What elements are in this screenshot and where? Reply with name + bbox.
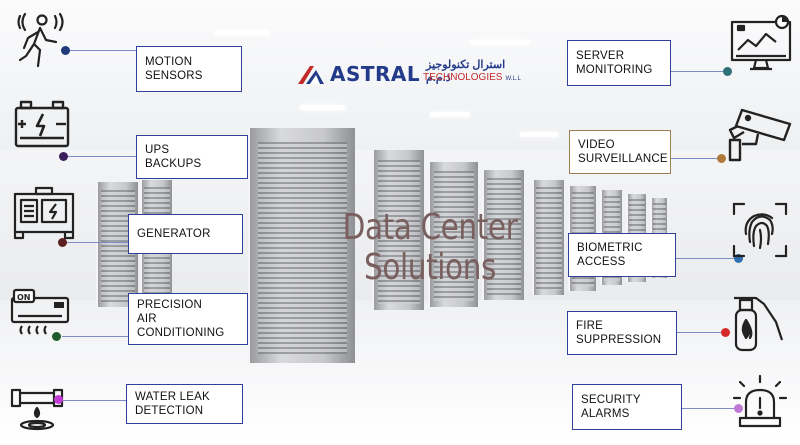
feature-label: VIDEO SURVEILLANCE [578,139,668,165]
feature-box-video-surveillance: VIDEO SURVEILLANCE [569,130,671,174]
feature-box-fire-suppression: FIRE SUPPRESSION [567,311,677,355]
fire-extinguisher-icon [734,296,784,352]
fingerprint-icon [732,202,788,258]
feature-label: WATER LEAK DETECTION [135,391,210,417]
generator-icon [13,186,75,240]
feature-box-ups-backups: UPS BACKUPS [136,135,248,179]
logo-suffix: W.L.L [505,76,521,82]
connector-dot [58,238,67,247]
connector-dot [52,332,61,341]
feature-box-generator: GENERATOR [128,214,243,254]
connector-dot [734,254,743,263]
connector-dot [717,154,726,163]
connector-line [671,71,727,72]
connector-line [677,332,725,333]
ceiling-light [470,40,530,45]
feature-box-motion-sensors: MOTION SENSORS [136,46,242,92]
cctv-camera-icon [728,108,792,162]
connector-line [671,158,721,159]
feature-label: MOTION SENSORS [145,56,203,82]
logo-name: ASTRAL [330,62,421,86]
server-rack [532,180,564,295]
water-leak-icon [10,388,64,431]
alarm-siren-icon [732,374,788,428]
ceiling-light [520,132,558,137]
connector-line [64,242,128,243]
feature-label: SERVER MONITORING [576,50,653,76]
feature-label: UPS BACKUPS [145,144,202,170]
connector-line [62,336,128,337]
title-line-2: Solutions [364,247,496,288]
connector-dot [59,152,68,161]
connector-dot [721,328,730,337]
feature-box-security-alarms: SECURITY ALARMS [572,384,682,430]
connector-line [66,50,136,51]
motion-sensor-icon [17,12,64,68]
ceiling-light [300,105,345,110]
feature-box-server-monitoring: SERVER MONITORING [567,40,671,86]
connector-line [682,408,736,409]
title-line-1: Data Center [342,207,518,248]
feature-label: BIOMETRIC ACCESS [577,242,643,268]
astral-logo-mark-icon [298,66,324,84]
battery-icon [14,100,70,148]
feature-label: SECURITY ALARMS [581,394,641,420]
feature-box-water-leak-detection: WATER LEAK DETECTION [126,384,243,424]
feature-label: FIRE SUPPRESSION [576,320,662,346]
feature-box-precision-air-conditioning: PRECISION AIR CONDITIONING [128,293,248,345]
svg-text:ON: ON [17,293,31,302]
connector-dot [54,395,63,404]
feature-label: GENERATOR [137,228,211,240]
logo-technologies-text: TECHNOLOGIES [423,72,503,83]
logo-arabic-name: استرال تكنولوجيز ذ.م.م [426,59,506,84]
ceiling-light [215,30,270,35]
company-logo: ASTRAL استرال تكنولوجيز ذ.م.م TECHNOLOGI… [296,59,531,96]
connector-line [676,258,734,259]
connector-dot [734,404,743,413]
server-rack [372,150,424,310]
connector-dot [61,46,70,55]
server-rack [482,170,524,300]
connector-line [62,400,126,401]
page-title: Data Center Solutions [323,208,536,288]
server-rack [248,128,355,363]
air-conditioner-icon: ON [10,288,70,335]
feature-label: PRECISION AIR CONDITIONING [137,299,225,339]
connector-dot [723,67,732,76]
server-rack [428,162,478,307]
ceiling-light [430,112,470,117]
connector-line [64,156,136,157]
feature-box-biometric-access: BIOMETRIC ACCESS [568,233,676,277]
monitor-dashboard-icon [730,14,792,71]
